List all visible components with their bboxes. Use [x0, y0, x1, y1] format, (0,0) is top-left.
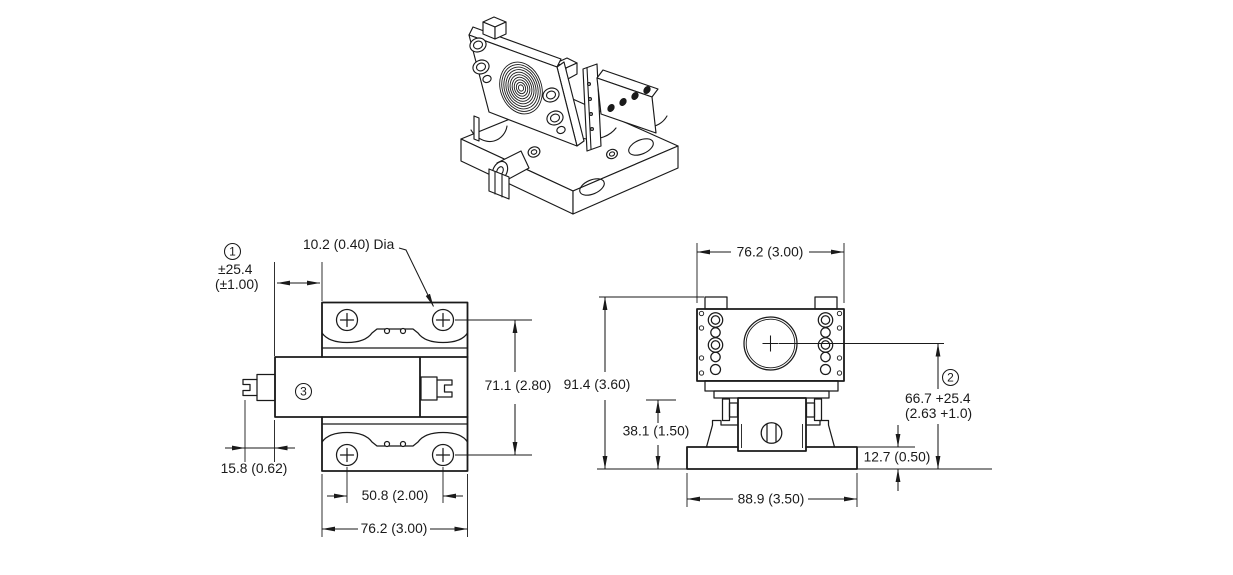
pedestal-ledge-left: [705, 419, 739, 448]
balloon-3: 3: [294, 382, 313, 401]
dim-optical-axis-line1: 66.7 +25.4: [905, 391, 971, 406]
adjuster-column-left: [707, 312, 724, 376]
flexure-wave-bottom: [321, 431, 469, 447]
balloon-3-label: 3: [300, 385, 307, 399]
dim-base-width: 88.9 (3.50): [738, 492, 805, 507]
rear-screw-hole: [588, 111, 593, 116]
mounting-hole: [335, 308, 455, 467]
flexure-pin: [399, 440, 407, 448]
dim-carriage-height: 38.1 (1.50): [623, 424, 690, 439]
dim-plate-width: 76.2 (3.00): [737, 245, 804, 260]
rear-plate-edge: [586, 66, 592, 150]
balloon-2-label: 2: [947, 371, 954, 385]
note-hole-dia: 10.2 (0.40) Dia: [303, 237, 395, 252]
side-block-hole: [631, 92, 639, 100]
carriage-groove: [741, 424, 803, 448]
pivot-screw: [527, 146, 541, 158]
flange-lower: [713, 390, 830, 399]
rear-screw-hole: [587, 96, 592, 101]
top-tab: [814, 296, 838, 310]
rear-screw-hole: [589, 126, 594, 131]
base-pin: [473, 115, 480, 142]
flexure-wave-top: [321, 328, 469, 344]
top-tab: [704, 296, 728, 310]
side-block-face: [596, 77, 657, 134]
isometric-view: [460, 16, 679, 215]
right-lock-screw: [420, 376, 453, 401]
front-view-dimensions: [597, 243, 992, 507]
side-clamp-left: [721, 398, 739, 422]
adjuster-knob: [469, 37, 566, 135]
pedestal-ledge-right: [805, 419, 836, 448]
rear-screw-hole: [586, 81, 591, 86]
flexure-pin: [383, 440, 391, 448]
top-cube-tab: [482, 16, 507, 40]
base-slot-hole: [628, 138, 654, 156]
left-lock-screw: [242, 373, 276, 402]
side-block-hole: [643, 86, 651, 94]
adjuster-column-right: [817, 312, 834, 376]
dim-travel-line2: (±1.00): [215, 277, 259, 292]
lock-cylinder: [488, 150, 530, 200]
flange-upper: [704, 380, 839, 392]
side-block-hole: [619, 98, 627, 106]
dim-overall-height: 91.4 (3.60): [564, 377, 631, 392]
front-view: 2 76.2 (3.00) 91.4 (3.60) 38.1 (1.50) 12…: [564, 243, 992, 507]
dim-knob-protrusion: 15.8 (0.62): [221, 461, 288, 476]
dim-optical-axis-line2: (2.63 +1.0): [905, 406, 972, 421]
top-view: 3 1 ±25.4 (±1.00) 10.2 (0.40) Dia: [215, 237, 551, 537]
balloon-1: 1: [223, 242, 242, 261]
side-block-hole: [607, 104, 615, 112]
drive-knob: [760, 422, 783, 444]
balloon-2: 2: [941, 368, 960, 387]
mirror-optic: [499, 61, 543, 115]
dim-base-thickness: 12.7 (0.50): [864, 450, 931, 465]
base-screw: [606, 148, 618, 160]
dim-travel-line1: ±25.4: [218, 262, 253, 277]
plate-screw-hole: [698, 310, 843, 376]
optic-center-cross: [762, 335, 779, 352]
dim-hole-spacing-vertical: 71.1 (2.80): [485, 378, 552, 393]
top-view-dimensions: [225, 247, 532, 537]
base-slot-hole: [579, 178, 605, 196]
base-right-face: [572, 145, 679, 215]
flexure-pin: [399, 327, 407, 335]
dim-hole-spacing-horizontal: 50.8 (2.00): [362, 488, 429, 503]
side-clamp-right: [805, 398, 823, 422]
balloon-1-label: 1: [229, 245, 236, 259]
dim-body-width: 76.2 (3.00): [361, 521, 428, 536]
flexure-pin: [383, 327, 391, 335]
